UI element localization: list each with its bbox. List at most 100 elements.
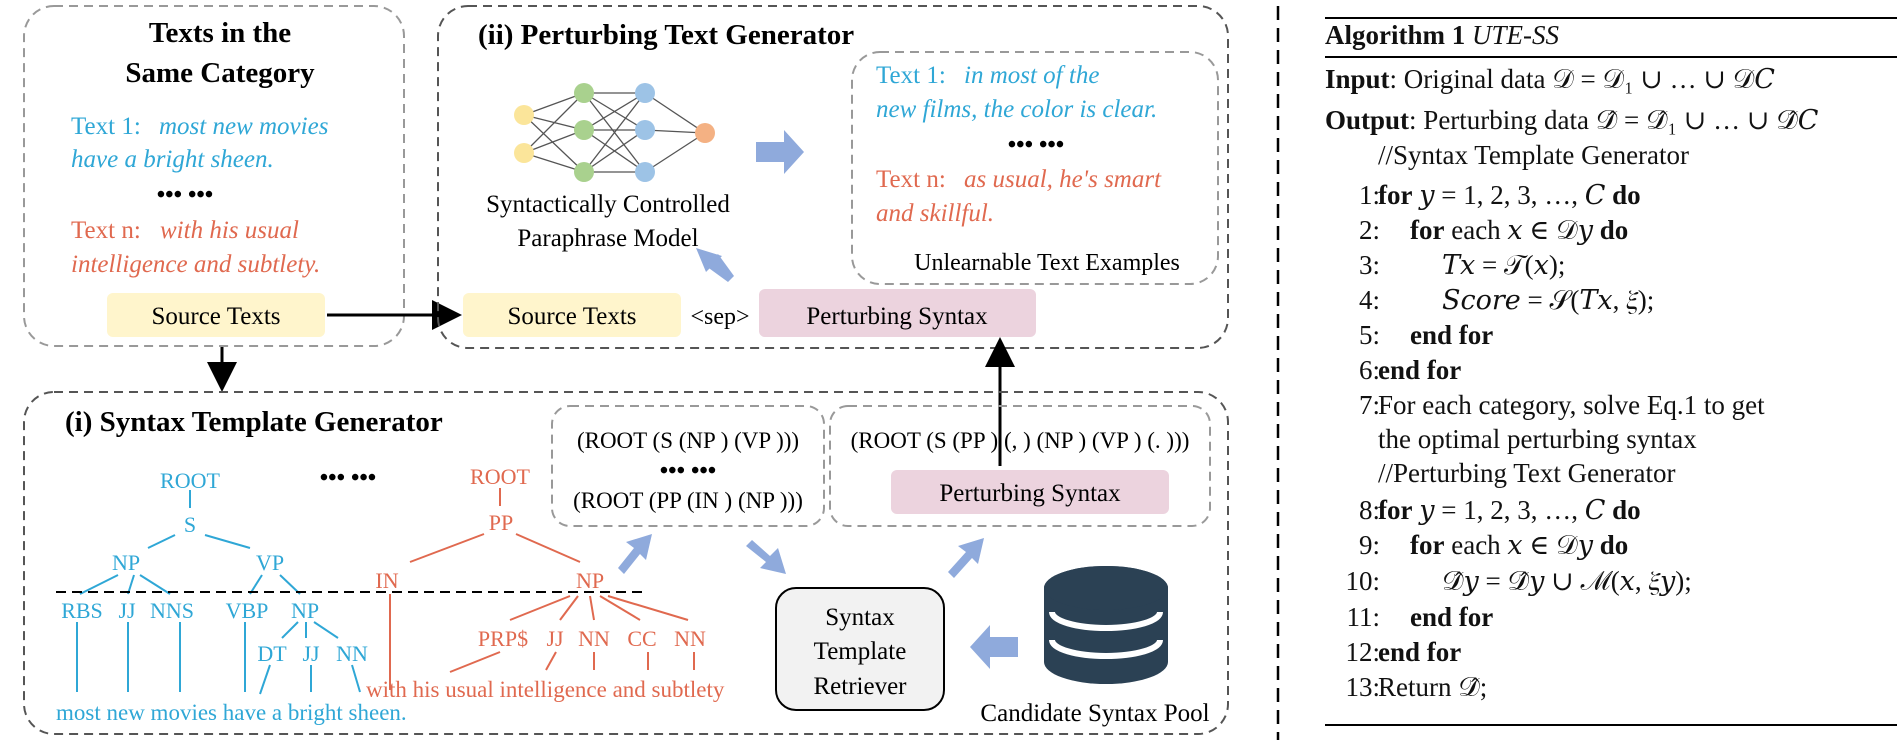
out-textn-line1: as usual, he's smart [964,166,1162,193]
tree1-jj: JJ [118,598,136,623]
algorithm-keyword: for [1410,530,1445,560]
tree1-dt: DT [257,641,287,666]
algorithm-title-label: Algorithm 1 [1325,20,1466,50]
neural-network-icon [514,83,715,182]
retriever-line2: Template [814,638,907,665]
algorithm-line-number: 3: [1358,250,1380,280]
selected-template-box [829,405,1211,527]
tree1-s: S [184,512,196,537]
algorithm-keyword: do [1612,495,1641,525]
source-texts-box-left [107,293,325,337]
algorithm-line-number: 10: [1345,566,1380,596]
algorithm-line-body: 𝑇𝑥 = 𝒯(𝑥); [1442,250,1565,282]
algorithm-line-body: 𝑆𝑐𝑜𝑟𝑒 = 𝒮(𝑇𝑥, 𝜉); [1442,285,1654,317]
parse-tree-1-edges [76,490,361,695]
out-textn-line2: and skillful. [876,200,994,227]
text1-prefix: Text 1: [71,113,141,140]
trees-ellipsis: ••• ••• [320,465,376,491]
algorithm-line-body: the optimal perturbing syntax [1378,424,1697,455]
out-textn-prefix: Text n: [876,166,946,193]
same-category-panel [23,5,405,347]
algorithm-text: Return 𝒟̂; [1378,672,1488,702]
algorithm-keyword: end for [1378,355,1462,385]
source-texts-label-ii: Source Texts [507,303,636,330]
algorithm-keyword: for [1378,180,1413,210]
unlearnable-caption: Unlearnable Text Examples [914,250,1180,276]
retriever-to-selected-arrow [948,538,984,578]
algorithm-keyword: end for [1410,320,1494,350]
perturbing-text-generator-panel [437,5,1229,349]
algorithm-keyword: do [1599,215,1629,245]
input-text: : Original data 𝒟 = 𝒟₁ ∪ … ∪ 𝒟𝐶 [1389,64,1775,94]
same-category-title-line1: Texts in the [149,17,291,49]
algorithm-line-body: end for [1378,637,1461,668]
syntax-template-retriever [775,587,945,711]
tree1-vp: VP [256,550,284,575]
algorithm-text: For each category, solve Eq.1 to get [1378,390,1765,420]
perturbing-syntax-label-ii: Perturbing Syntax [806,303,988,330]
algorithm-line-number: 13: [1345,672,1380,702]
tree1-vbp: VBP [226,598,269,623]
algorithm-line-number: 5: [1358,320,1380,350]
algorithm-text: 𝑦 = 1, 2, 3, …, 𝐶 [1412,180,1613,210]
algorithm-keyword: for [1378,495,1413,525]
out-text1-line1: in most of the [964,62,1099,89]
tree1-np2: NP [291,598,319,623]
algorithm-line-body: 𝒟̂𝑦 = 𝒟̂𝑦 ∪ ℳ(𝑥, 𝜉𝑦); [1442,566,1692,598]
tree2-pp: PP [489,510,513,535]
tree1-nn: NN [336,641,368,666]
textn-prefix: Text n: [71,217,141,244]
tree2-np: NP [576,568,604,593]
algorithm-keyword: for [1410,215,1445,245]
tree1-rbs: RBS [61,598,103,623]
source-texts-label-left: Source Texts [151,303,280,330]
tree-to-templates-arrow [618,534,652,574]
tree2-nn2: NN [674,626,706,651]
tree2-cc: CC [627,626,656,651]
out-text1-prefix: Text 1: [876,62,946,89]
tree1-sentence: most new movies have a bright sheen. [56,700,407,725]
templates-box [551,405,825,527]
algorithm-line-number: 7: [1358,390,1380,420]
tree2-nn: NN [578,626,610,651]
algorithm-input: Input: Original data 𝒟 = 𝒟₁ ∪ … ∪ 𝒟𝐶 [1325,64,1775,96]
tree2-root: ROOT [470,464,530,489]
perturbing-text-generator-title: (ii) Perturbing Text Generator [478,19,854,51]
model-label-line2: Paraphrase Model [517,225,698,252]
tree1-jj2: JJ [302,641,320,666]
algorithm-line-number: 1: [1358,180,1380,210]
algorithm-line-number: 2: [1358,215,1380,245]
pool-to-retriever-arrow [970,625,1018,669]
tree2-prp: PRP$ [478,626,528,651]
algorithm-line-body: for each 𝑥 ∈ 𝒟𝑦 do [1410,215,1628,247]
algorithm-text: each 𝑥 ∈ 𝒟𝑦 [1444,215,1600,245]
out-ellipsis: ••• ••• [1008,132,1064,158]
algorithm-line-body: for 𝑦 = 1, 2, 3, …, 𝐶 do [1378,180,1641,211]
algorithm-line-number: 8: [1358,495,1380,525]
algorithm-line-body: for 𝑦 = 1, 2, 3, …, 𝐶 do [1378,495,1641,526]
retriever-line3: Retriever [813,673,907,700]
retriever-line1: Syntax [825,604,895,631]
template-1: (ROOT (S (NP ) (VP ))) [577,428,799,453]
algorithm-line-body: For each category, solve Eq.1 to get [1378,390,1765,421]
algorithm-text: 𝑆𝑐𝑜𝑟𝑒 = 𝒮(𝑇𝑥, 𝜉); [1442,285,1655,315]
algorithm-title: Algorithm 1 UTE-SS [1325,20,1559,51]
algorithm-header-rule [1325,56,1897,58]
text1-line2: have a bright sheen. [71,146,274,173]
syntax-template-generator-title: (i) Syntax Template Generator [65,406,443,438]
model-to-output-arrow [756,130,804,174]
algorithm-bottom-rule [1325,724,1897,726]
algorithm-line-body: for each 𝑥 ∈ 𝒟𝑦 do [1410,530,1628,562]
syntax-template-generator-panel [23,391,1229,735]
algorithm-line-body: //Perturbing Text Generator [1378,458,1676,489]
texts-ellipsis: ••• ••• [157,182,213,208]
perturbing-syntax-box-i [891,470,1169,514]
algorithm-keyword: do [1612,180,1641,210]
input-label: Input [1325,64,1390,94]
algorithm-top-rule [1325,17,1897,19]
model-label-line1: Syntactically Controlled [486,191,730,218]
tree1-nns: NNS [150,598,194,623]
input-to-model-arrow-shaft [706,254,734,282]
algorithm-output: Output: Perturbing data 𝒟̂ = 𝒟̂₁ ∪ … ∪ 𝒟… [1325,105,1818,137]
